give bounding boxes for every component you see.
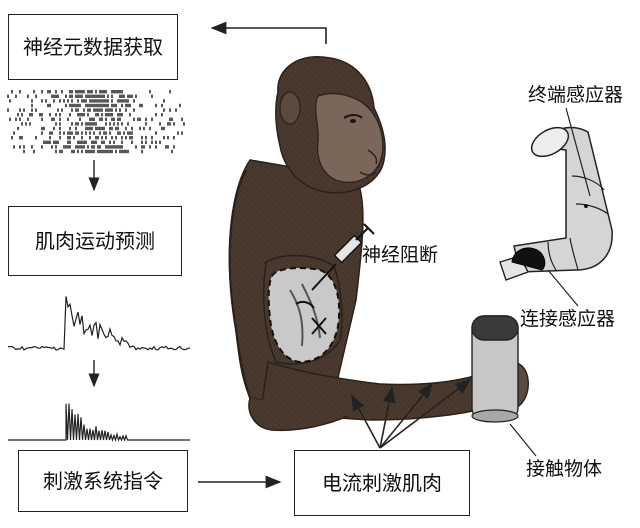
box-stim-command-label: 刺激系统指令 <box>43 469 163 493</box>
box-muscle-prediction-label: 肌肉运动预测 <box>35 229 155 253</box>
box-muscle-prediction: 肌肉运动预测 <box>8 206 182 276</box>
label-nerve-block: 神经阻断 <box>362 244 439 266</box>
box-stim-command: 刺激系统指令 <box>18 450 188 512</box>
label-connect-sensor: 连接感应器 <box>520 308 616 330</box>
spike-raster-plot <box>7 90 185 154</box>
box-electric-stim-label: 电流刺激肌肉 <box>322 471 442 495</box>
box-neural-data: 神经元数据获取 <box>8 14 178 80</box>
stimulation-arrows <box>351 379 472 449</box>
stim-trace <box>8 403 190 443</box>
contact-object-cylinder <box>471 315 519 423</box>
label-end-sensor: 终端感应器 <box>528 84 624 106</box>
label-contact-object: 接触物体 <box>526 458 603 480</box>
monkey-figure <box>228 56 529 432</box>
box-neural-data-label: 神经元数据获取 <box>23 35 163 59</box>
syringe-icon <box>311 223 375 291</box>
emg-trace <box>7 296 191 351</box>
leader-lines <box>509 107 591 457</box>
box-electric-stim: 电流刺激肌肉 <box>294 450 470 516</box>
return-arrow <box>210 21 327 44</box>
end-sensor-tube <box>499 126 613 281</box>
